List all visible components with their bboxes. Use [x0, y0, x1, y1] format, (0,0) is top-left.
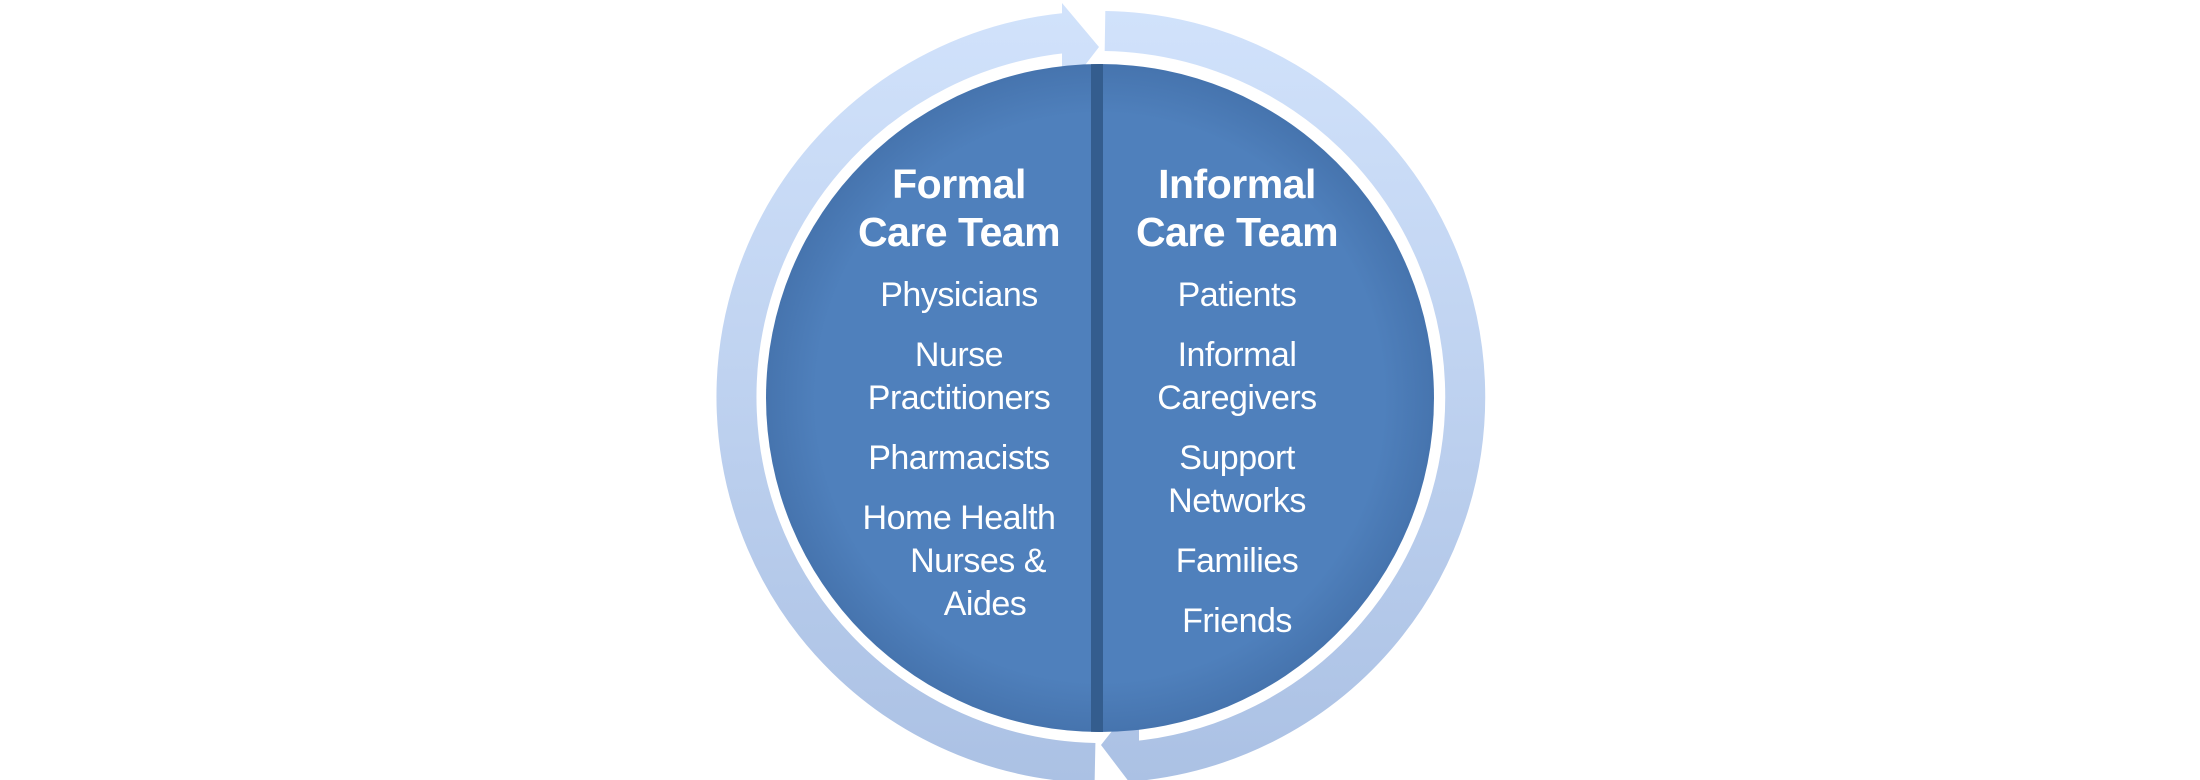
list-item-home-health: Home Health Nurses & Aides [809, 497, 1109, 626]
item-text: Practitioners [867, 379, 1051, 417]
list-item-nurse-practitioners: Nurse Practitioners [809, 334, 1109, 420]
item-text: Physicians [880, 276, 1038, 314]
list-item-informal-caregivers: Informal Caregivers [1087, 334, 1387, 420]
item-text: Informal [1177, 336, 1297, 374]
informal-care-team-title: Informal Care Team [1087, 160, 1387, 256]
item-text: Nurse [914, 336, 1004, 374]
item-text: Home Health [862, 499, 1056, 537]
item-text: Networks [1168, 482, 1306, 520]
title-line: Care Team [1135, 209, 1339, 255]
title-line: Informal [1158, 161, 1316, 207]
item-text: Families [1175, 542, 1299, 580]
list-item-families: Families [1087, 540, 1387, 583]
item-text: Patients [1177, 276, 1297, 314]
left-cycle-arrow [716, 13, 1096, 780]
formal-care-team-title: Formal Care Team [809, 160, 1109, 256]
title-line: Care Team [857, 209, 1061, 255]
item-text: Support [1179, 439, 1295, 477]
list-item-patients: Patients [1087, 274, 1387, 317]
item-text: Nurses & [910, 542, 1046, 580]
list-item-friends: Friends [1087, 600, 1387, 643]
informal-care-team-column: Informal Care Team Patients Informal Car… [1087, 160, 1387, 660]
title-line: Formal [892, 161, 1026, 207]
item-text: Friends [1182, 602, 1292, 640]
list-item-pharmacists: Pharmacists [809, 437, 1109, 480]
item-text: Aides [943, 585, 1027, 623]
list-item-support-networks: Support Networks [1087, 437, 1387, 523]
item-text: Caregivers [1157, 379, 1317, 417]
formal-care-team-column: Formal Care Team Physicians Nurse Practi… [809, 160, 1109, 643]
list-item-physicians: Physicians [809, 274, 1109, 317]
item-text: Pharmacists [868, 439, 1050, 477]
right-cycle-arrow [1104, 11, 1486, 780]
center-divider [1091, 64, 1103, 732]
